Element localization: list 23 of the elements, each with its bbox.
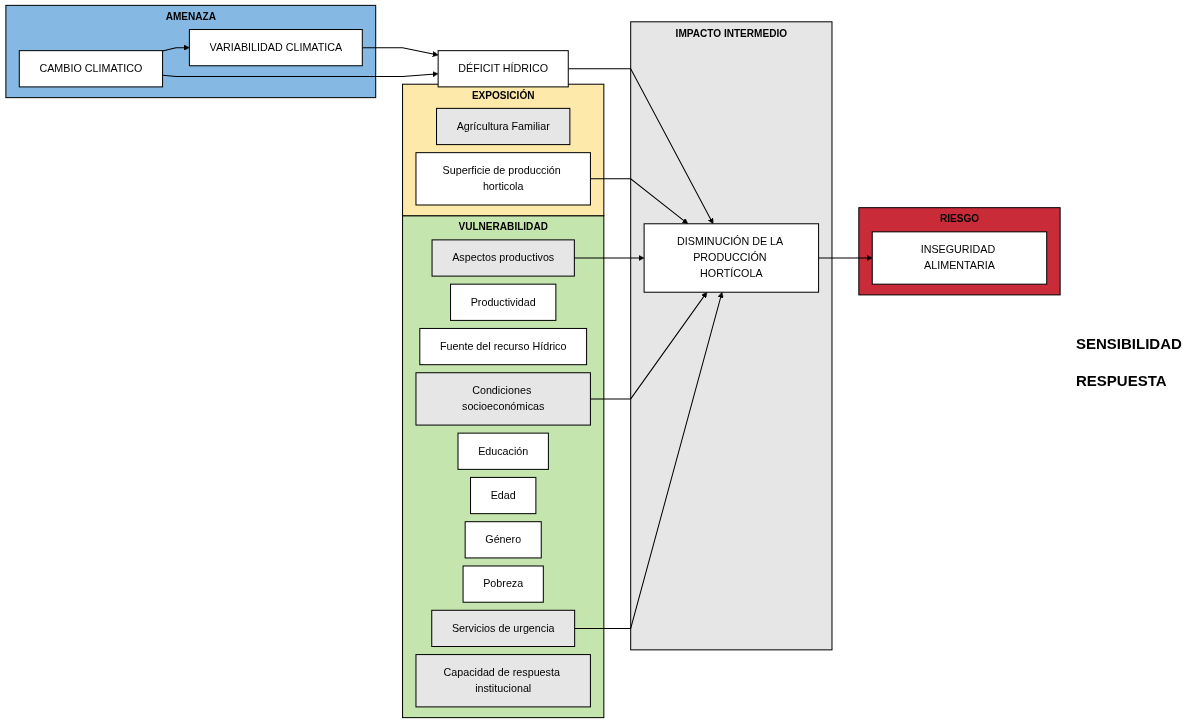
node-box: Capacidad de respuesta institucional <box>415 654 591 708</box>
node-box: Edad <box>470 476 537 515</box>
section-label: SENSIBILIDAD <box>1076 334 1183 352</box>
node-box: Agrícultura Familiar <box>436 107 571 146</box>
node-box: Condiciones socioeconómicas <box>415 372 591 426</box>
node-box: Educación <box>457 432 549 470</box>
node-box: CAMBIO CLIMATICO <box>18 50 164 88</box>
section-label: RESPUESTA <box>1076 371 1168 389</box>
node-box: Fuente del recurso Hídrico <box>419 327 588 366</box>
node-box: Productividad <box>450 283 557 321</box>
node-box: Aspectos productivos <box>431 239 575 277</box>
arrow <box>162 71 439 78</box>
arrow <box>818 255 873 261</box>
node-box: Pobreza <box>462 565 544 603</box>
node-box: Género <box>464 521 542 559</box>
node-box: INSEGURIDAD ALIMENTARIA <box>871 231 1048 285</box>
node-box: DISMINUCIÓN DE LA PRODUCCIÓN HORTÍCOLA <box>643 223 820 293</box>
arrow <box>574 291 724 629</box>
arrow <box>162 44 190 52</box>
node-box: Servicios de urgencia <box>431 609 576 647</box>
node-box: DÉFICIT HÍDRICO <box>437 50 569 88</box>
node-box: VARIABILIDAD CLIMATICA <box>188 29 363 67</box>
node-box: Superficie de producción horticola <box>415 152 591 206</box>
